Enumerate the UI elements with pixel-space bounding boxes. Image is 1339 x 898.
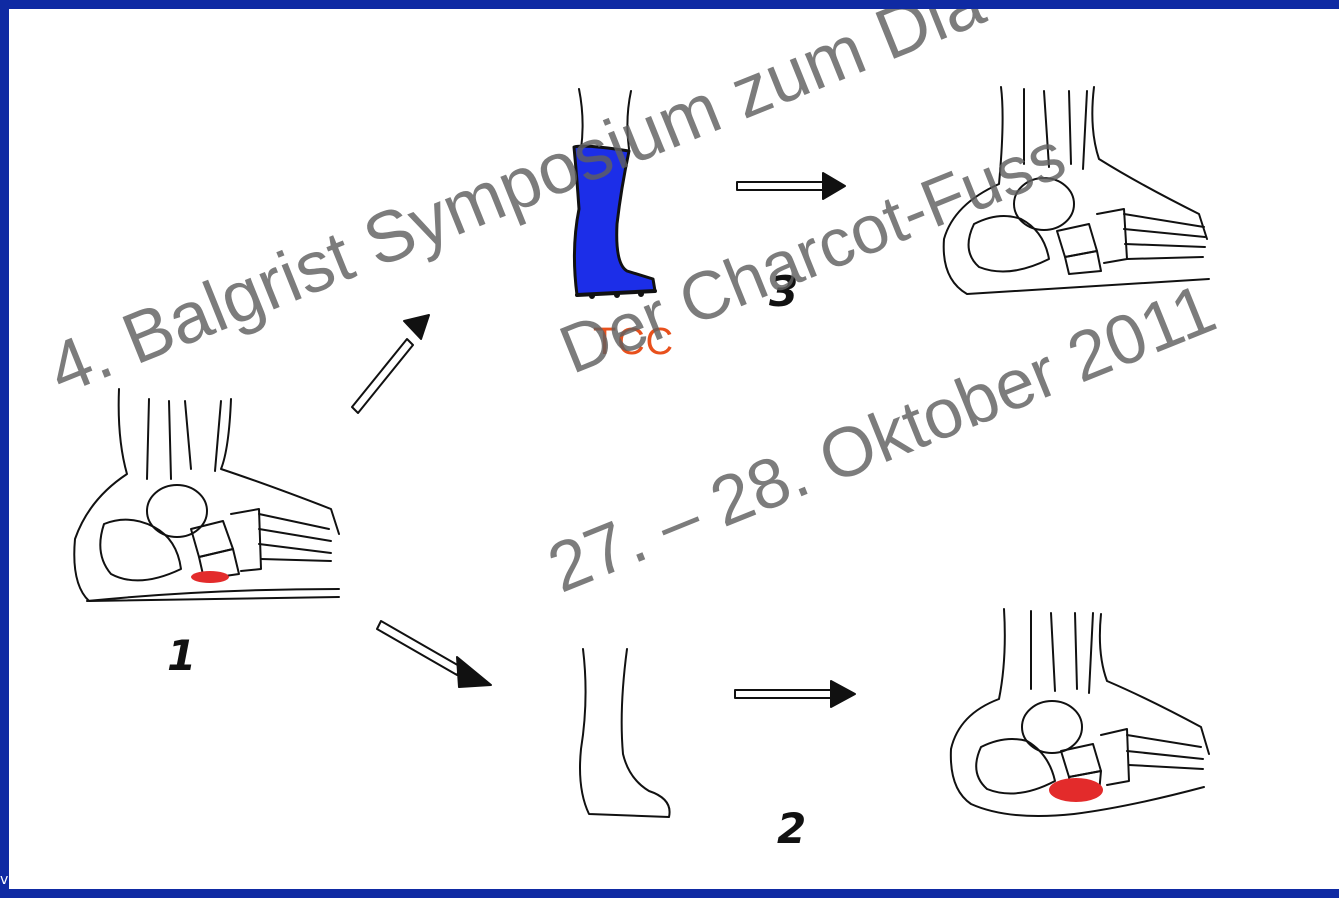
arrow-to-bare-leg [377, 621, 491, 687]
arrow-bottom-right [735, 681, 855, 707]
ulcer-small [191, 571, 229, 583]
foot-illustration-1 [74, 389, 339, 601]
slide: 1 2 3 TCC 4. Balgrist Symposium zum Dia … [9, 9, 1339, 889]
ulcer-large [1049, 778, 1103, 802]
arrow-top-right [737, 173, 845, 199]
arrow-to-cast [352, 315, 429, 413]
footer-glyph: v [0, 872, 8, 888]
step-label-2: 2 [777, 804, 806, 853]
bare-leg [580, 649, 670, 817]
step-label-1: 1 [167, 631, 196, 680]
